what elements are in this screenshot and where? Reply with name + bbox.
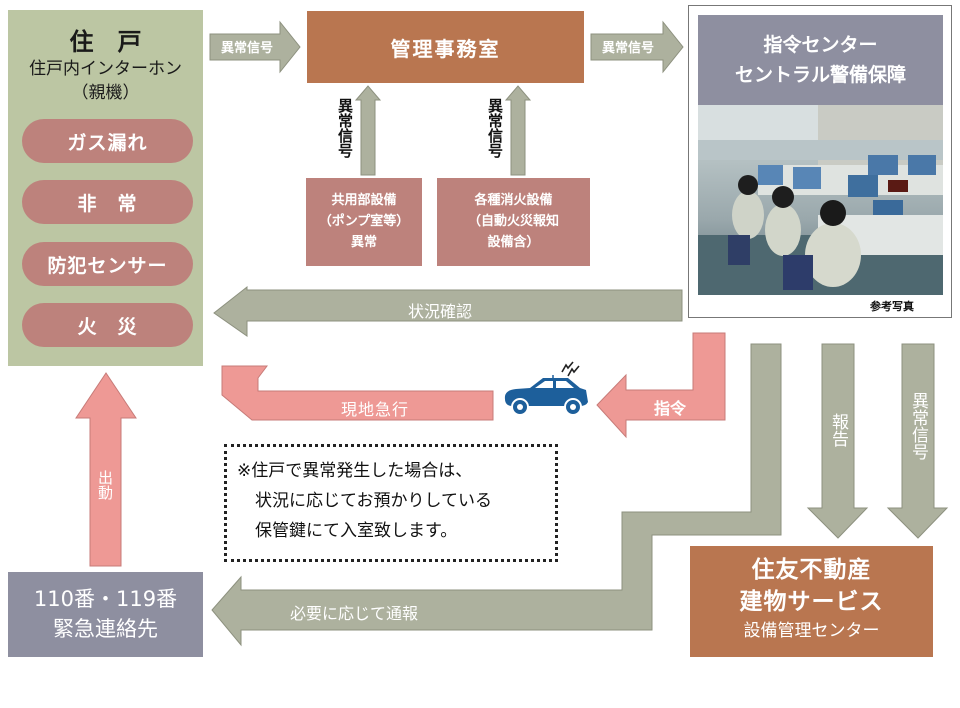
alert-fire: 火 災 [22,303,193,347]
fire-equipment-line2: （自動火災報知 [467,214,559,229]
alert-emergency: 非 常 [22,180,193,224]
sumitomo-company: 住友不動産 [751,557,872,583]
arrow-notify [211,343,782,647]
label-report: 報告 [828,413,848,447]
common-equipment-line3: 異常 [350,235,377,250]
management-office-title: 管理事務室 [390,36,501,61]
residence-title: 住 戸 [69,28,142,56]
label-status-check: 状況確認 [407,302,472,321]
emergency-numbers: 110番・119番 [33,587,178,611]
command-center-title: 指令センター [763,34,878,56]
residence-box: 住 戸 住戸内インターホン （親機） ガス漏れ 非 常 防犯センサー 火 災 [8,10,203,366]
alert-gas-leak: ガス漏れ [22,119,193,163]
arrow-command [596,332,726,439]
note-line1: ※住戸で異常発生した場合は、 [237,461,473,481]
sumitomo-building-service: 建物サービス [739,589,884,615]
arrow-common-to-office [354,85,382,176]
label-office-to-center: 異常信号 [601,41,654,56]
arrow-fire-to-office [504,85,532,176]
residence-intercom: 住戸内インターホン [29,59,182,79]
note-line3: 保管鍵にて入室致します。 [255,521,458,541]
patrol-car-icon [504,361,588,416]
fire-equipment-line3: 設備含） [487,235,540,250]
emergency-contact-box: 110番・119番 緊急連絡先 [8,572,203,657]
sumitomo-box: 住友不動産 建物サービス 設備管理センター [690,546,933,657]
residence-master-unit: （親機） [71,83,140,103]
alert-security-sensor: 防犯センサー [22,242,193,286]
arrow-rush [221,365,494,421]
label-notify: 必要に応じて通報 [290,604,419,623]
common-equipment-line1: 共用部設備 [331,193,397,208]
photo-illustration [698,105,943,295]
command-center-company: セントラル警備保障 [734,64,906,86]
fire-equipment-box: 各種消火設備 （自動火災報知 設備含） [437,178,590,266]
label-rush: 現地急行 [340,400,409,419]
command-center-photo [698,105,943,295]
emergency-label: 緊急連絡先 [53,617,158,641]
arrow-status-check [213,285,683,337]
note-box: ※住戸で異常発生した場合は、 状況に応じてお預かりしている 保管鍵にて入室致しま… [224,444,558,562]
arrow-residence-to-office [209,20,301,74]
common-equipment-box: 共用部設備 （ポンプ室等） 異常 [306,178,422,266]
label-command: 指令 [653,399,686,418]
arrow-report [806,343,869,539]
label-common-to-office: 異常信号 [336,98,354,158]
management-office-box: 管理事務室 [307,11,584,83]
note-line2: 状況に応じてお預かりしている [255,491,492,511]
common-equipment-line2: （ポンプ室等） [318,214,410,229]
photo-caption: 参考写真 [870,300,914,313]
label-dispatch: 出動 [96,470,114,500]
arrow-abnormal-signal [886,343,949,539]
command-center-header: 指令センター セントラル警備保障 [698,15,943,105]
fire-equipment-line1: 各種消火設備 [474,193,553,208]
sumitomo-facility-center: 設備管理センター [743,621,880,641]
label-fire-to-office: 異常信号 [486,98,504,158]
arrow-office-to-center [590,20,684,74]
label-residence-to-office: 異常信号 [220,41,273,56]
arrow-dispatch [75,372,137,567]
label-abnormal-signal: 異常信号 [908,392,928,460]
